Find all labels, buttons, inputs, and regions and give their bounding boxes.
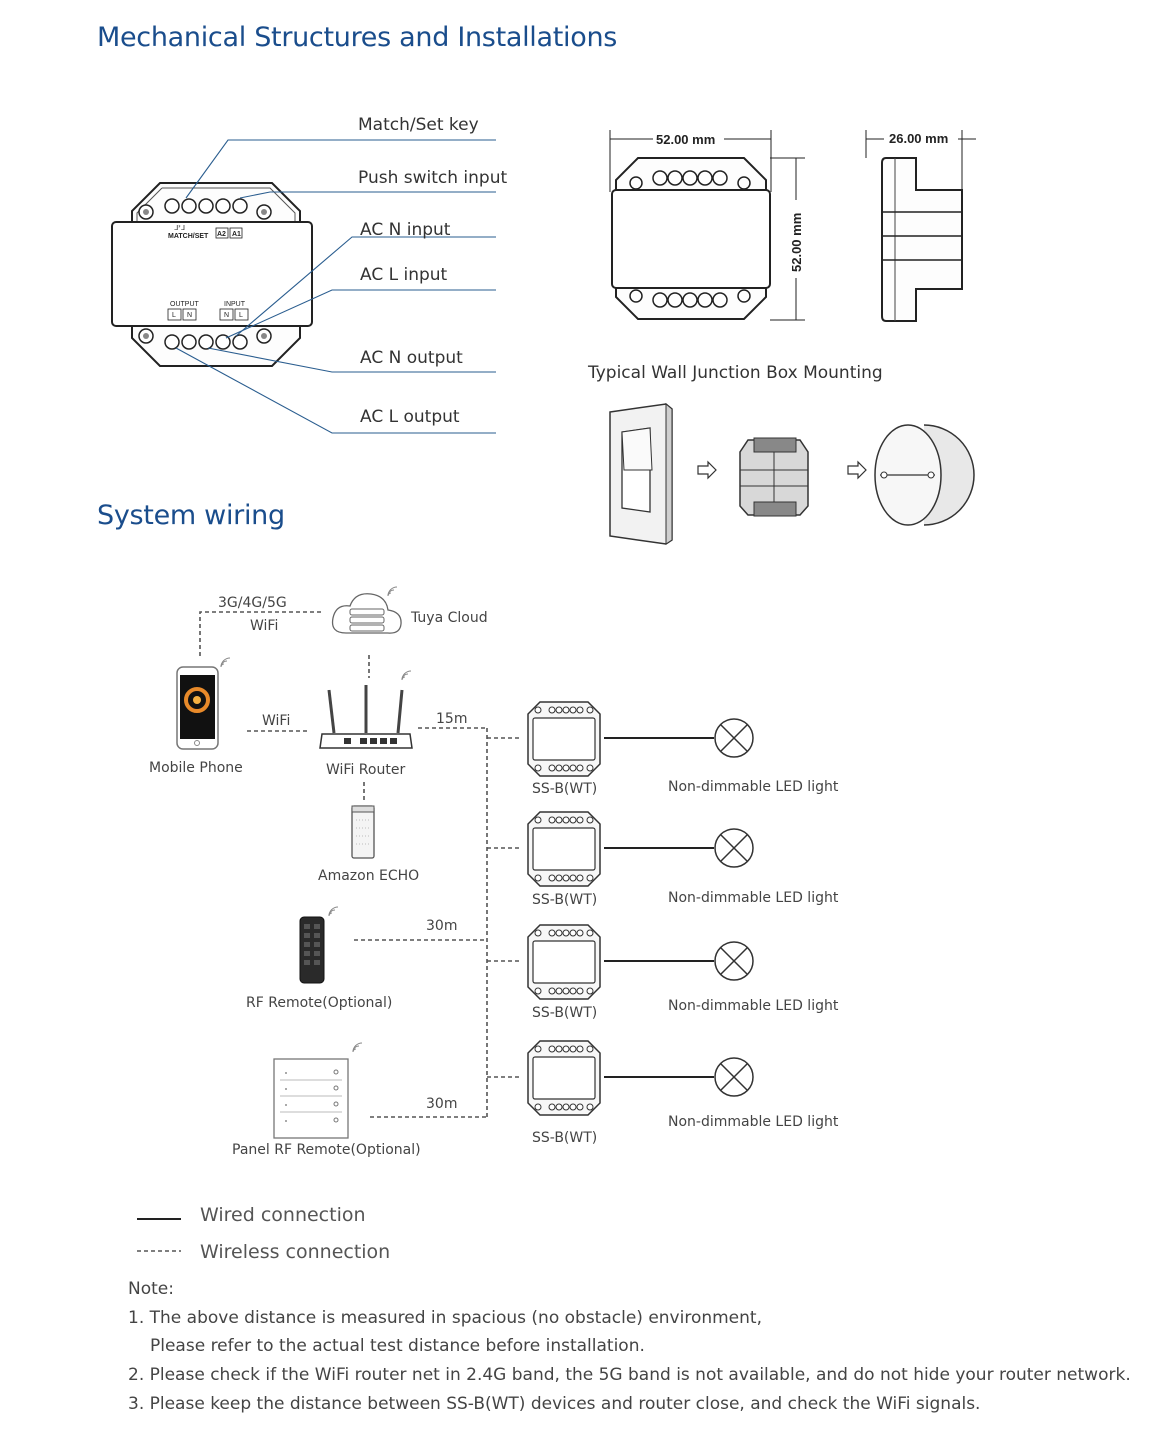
- silk-match-set: MATCH/SET: [168, 233, 209, 240]
- silk-input: INPUT: [224, 301, 246, 308]
- silk-in-n: N: [224, 312, 229, 319]
- legend-wired-label: Wired connection: [200, 1204, 366, 1226]
- panel-remote-icon: [273, 1042, 363, 1139]
- label-panel-remote: Panel RF Remote(Optional): [232, 1142, 421, 1158]
- silk-output: OUTPUT: [170, 301, 200, 308]
- label-push-switch-input: Push switch input: [358, 168, 507, 188]
- label-distance-15m: 15m: [436, 711, 467, 727]
- label-tuya-cloud: Tuya Cloud: [410, 610, 488, 626]
- wiring-diagram: 3G/4G/5G WiFi Tuya Cloud Mobile Phone Wi…: [137, 586, 839, 1252]
- label-ac-n-input: AC N input: [360, 220, 451, 240]
- device-model-3: SS-B(WT): [532, 1005, 597, 1021]
- dimension-depth: 26.00 mm: [889, 131, 948, 146]
- note-1: 1. The above distance is measured in spa…: [128, 1308, 762, 1328]
- note-2: 2. Please check if the WiFi router net i…: [128, 1365, 1131, 1385]
- tuya-cloud-icon: [331, 586, 402, 634]
- label-amazon-echo: Amazon ECHO: [318, 868, 419, 884]
- section-title-wiring: System wiring: [97, 500, 285, 531]
- label-wifi-router: WiFi Router: [326, 762, 405, 778]
- label-ac-l-input: AC L input: [360, 265, 448, 285]
- rf-remote-icon: [299, 906, 339, 984]
- device-model-2: SS-B(WT): [532, 892, 597, 908]
- device-load-4: Non-dimmable LED light: [668, 1114, 839, 1130]
- silk-a2: A2: [217, 231, 226, 238]
- device-model-1: SS-B(WT): [532, 781, 597, 797]
- device-load-1: Non-dimmable LED light: [668, 779, 839, 795]
- device-row-2: SS-B(WT) Non-dimmable LED light: [527, 811, 839, 908]
- device-model-4: SS-B(WT): [532, 1130, 597, 1146]
- legend-wireless-label: Wireless connection: [200, 1241, 391, 1263]
- label-rf-remote: RF Remote(Optional): [246, 995, 392, 1011]
- main-device-drawing: MATCH/SET ᒧᕑᒧ A2 A1 OUTPUT INPUT L N N L: [111, 182, 313, 367]
- device-load-2: Non-dimmable LED light: [668, 890, 839, 906]
- device-load-3: Non-dimmable LED light: [668, 998, 839, 1014]
- note-3: 3. Please keep the distance between SS-B…: [128, 1394, 981, 1414]
- mounting-illustration: [609, 402, 975, 545]
- label-wifi-cellular: WiFi: [250, 618, 278, 634]
- svg-text:ᒧᕑᒧ: ᒧᕑᒧ: [174, 224, 185, 232]
- device-row-1: SS-B(WT) Non-dimmable LED light: [527, 701, 839, 797]
- label-ac-l-output: AC L output: [360, 407, 460, 427]
- silk-a1: A1: [232, 231, 241, 238]
- silk-in-l: L: [239, 312, 243, 319]
- label-distance-30m-a: 30m: [426, 918, 457, 934]
- label-wifi-link: WiFi: [262, 713, 290, 729]
- label-distance-30m-b: 30m: [426, 1096, 457, 1112]
- wifi-router-icon: [319, 670, 413, 749]
- device-row-4: SS-B(WT) Non-dimmable LED light: [527, 1040, 839, 1146]
- front-dimension-view: 52.00 mm 52.00 mm: [609, 130, 805, 321]
- section-title-mechanical: Mechanical Structures and Installations: [97, 22, 618, 53]
- label-match-set-key: Match/Set key: [358, 115, 479, 135]
- mobile-phone-icon: [176, 657, 231, 750]
- note-1b: Please refer to the actual test distance…: [150, 1336, 645, 1356]
- amazon-echo-icon: [351, 805, 375, 859]
- callout-lines: [175, 139, 496, 434]
- label-cellular: 3G/4G/5G: [218, 595, 287, 611]
- mounting-title: Typical Wall Junction Box Mounting: [587, 363, 883, 383]
- side-dimension-view: 26.00 mm: [865, 130, 976, 322]
- silk-out-n: N: [187, 312, 192, 319]
- wireless-links: [199, 611, 522, 1118]
- label-ac-n-output: AC N output: [360, 348, 463, 368]
- dimension-height: 52.00 mm: [789, 213, 804, 272]
- notes-title: Note:: [128, 1279, 174, 1299]
- silk-out-l: L: [172, 312, 176, 319]
- dimension-width: 52.00 mm: [656, 132, 715, 147]
- device-row-3: SS-B(WT) Non-dimmable LED light: [527, 924, 839, 1021]
- label-mobile-phone: Mobile Phone: [149, 760, 243, 776]
